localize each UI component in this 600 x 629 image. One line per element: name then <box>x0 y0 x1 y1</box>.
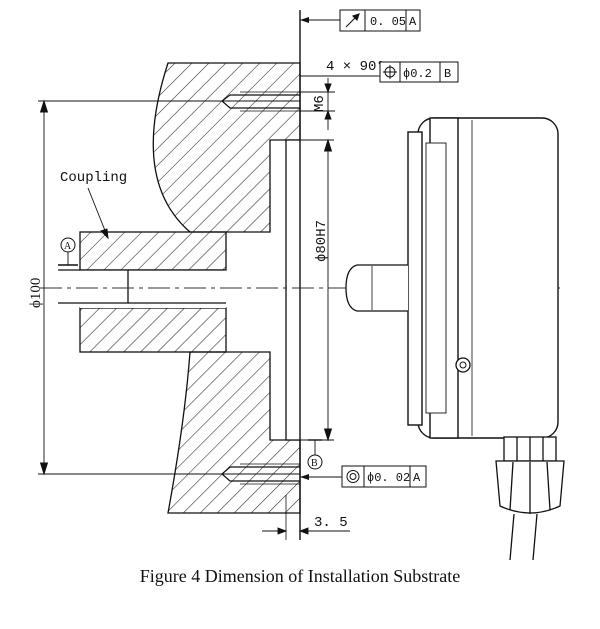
mounting-plate-lower <box>167 351 301 514</box>
svg-text:A: A <box>413 471 421 485</box>
coupling-lower <box>79 307 227 353</box>
mounting-plate-upper <box>152 62 301 233</box>
outer-diameter-label: ϕ100 <box>28 278 44 308</box>
tolerance-frame-position: ϕ0.2 B <box>379 61 459 83</box>
set-screw <box>455 357 471 373</box>
encoder-body <box>407 117 559 439</box>
chamfer-label: 4 × 90° <box>326 59 385 75</box>
runout-icon <box>345 13 360 28</box>
svg-text:B: B <box>311 458 318 469</box>
thread-dimension <box>300 78 335 130</box>
datum-a-marker: A <box>58 237 78 266</box>
input-shaft <box>58 269 129 304</box>
svg-text:ϕ0. 02: ϕ0. 02 <box>367 471 410 485</box>
datum-b-marker: B <box>307 439 323 470</box>
depth-dimension <box>262 527 350 535</box>
dimension-pilot-diameter <box>300 138 334 442</box>
tolerance-frame-concentricity: ϕ0. 02 A <box>300 465 427 488</box>
coupling-upper <box>79 231 227 271</box>
figure-caption: Figure 4 Dimension of Installation Subst… <box>139 566 461 586</box>
concentricity-icon <box>346 470 360 483</box>
svg-text:ϕ0.2: ϕ0.2 <box>403 67 432 81</box>
svg-text:B: B <box>444 67 451 81</box>
encoder-shaft <box>345 264 408 312</box>
svg-text:A: A <box>409 15 417 29</box>
thread-label: M6 <box>312 95 328 112</box>
coupling-label: Coupling <box>60 170 127 186</box>
depth-label: 3. 5 <box>314 515 348 531</box>
coupling-bore <box>80 270 226 308</box>
svg-text:A: A <box>64 241 72 252</box>
position-icon <box>383 65 397 79</box>
pilot-diameter-label: ϕ80H7 <box>314 220 330 262</box>
cable-gland <box>495 436 565 561</box>
pilot-boss <box>285 139 300 441</box>
coupling-leader <box>87 187 109 240</box>
tolerance-frame-runout: 0. 05 A <box>300 9 421 32</box>
svg-text:0. 05: 0. 05 <box>370 15 406 29</box>
dimension-outer-diameter <box>38 99 300 476</box>
